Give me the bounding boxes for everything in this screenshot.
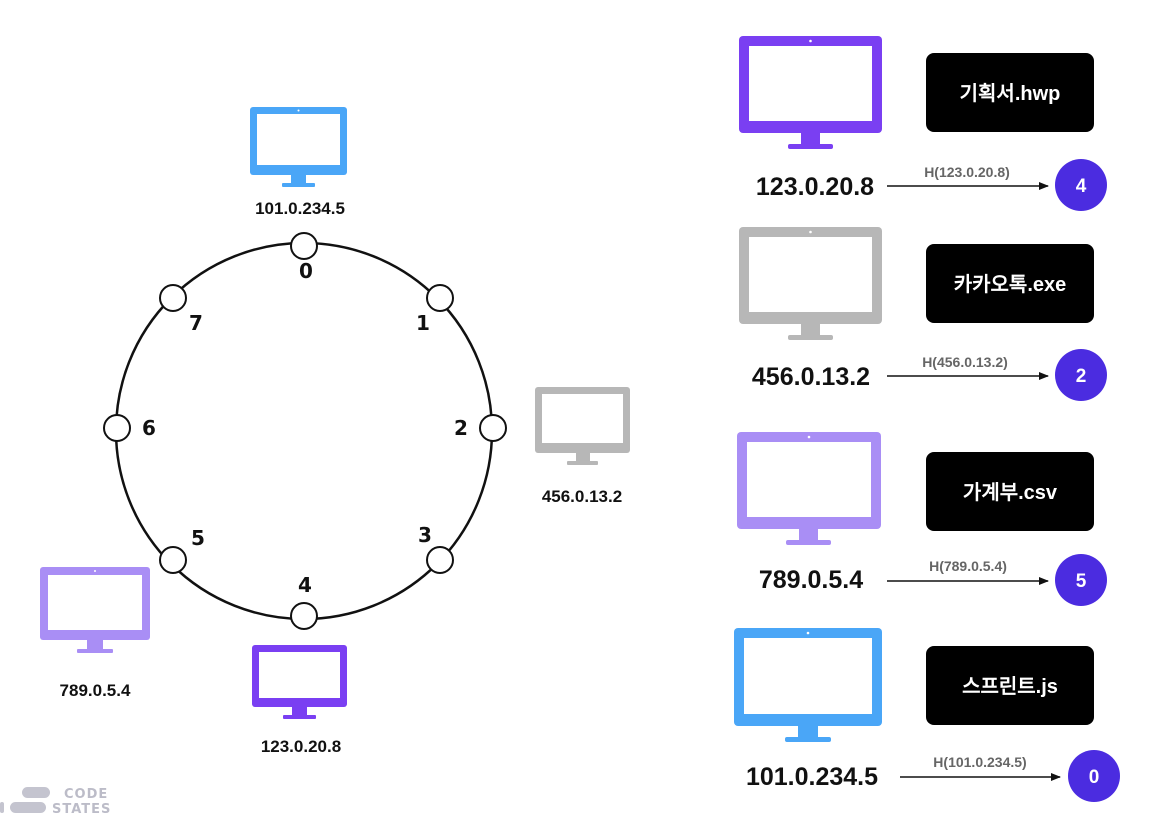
hash-function-label: H(101.0.234.5) xyxy=(933,754,1026,770)
ring-node-4 xyxy=(290,602,318,630)
ring-node-label-6: 6 xyxy=(142,416,156,440)
ring-node-label-5: 5 xyxy=(191,526,205,550)
mapping-row-1: 기획서.hwp 123.0.20.8 H(123.0.20.8) 4 xyxy=(739,36,1107,211)
logo-text-code: CODE xyxy=(64,787,108,802)
monitor-icon xyxy=(739,227,882,340)
monitor-icon xyxy=(739,36,882,149)
hash-result-badge xyxy=(1068,750,1120,802)
hash-ring: 0 1 2 3 4 5 6 7 xyxy=(103,232,507,630)
monitor-icon xyxy=(40,567,150,653)
mapping-row-4: 스프린트.js 101.0.234.5 H(101.0.234.5) 0 xyxy=(734,628,1120,802)
ring-node-5 xyxy=(159,546,187,574)
server-ip: 123.0.20.8 xyxy=(756,173,874,201)
hash-result-badge xyxy=(1055,349,1107,401)
ring-node-label-1: 1 xyxy=(416,311,430,335)
ring-node-2 xyxy=(479,414,507,442)
file-name: 기획서.hwp xyxy=(960,82,1061,105)
ring-computer-123: 123.0.20.8 xyxy=(252,645,347,756)
file-box xyxy=(926,646,1094,725)
hash-result-value: 5 xyxy=(1076,571,1087,592)
logo-text-states: STATES xyxy=(52,802,111,817)
file-name: 카카오톡.exe xyxy=(954,273,1067,296)
ring-computer-ip: 101.0.234.5 xyxy=(255,199,345,218)
ring-computer-789: 789.0.5.4 xyxy=(40,567,150,700)
hash-function-label: H(456.0.13.2) xyxy=(922,354,1008,370)
ring-computer-101: 101.0.234.5 xyxy=(250,107,347,218)
ring-node-3 xyxy=(426,546,454,574)
file-name: 스프린트.js xyxy=(962,675,1058,698)
codestates-logo-icon xyxy=(0,787,50,813)
ring-node-label-2: 2 xyxy=(454,416,468,440)
monitor-icon xyxy=(734,628,882,742)
ring-computer-ip: 123.0.20.8 xyxy=(261,737,341,756)
monitor-icon xyxy=(535,387,630,465)
ring-computer-456: 456.0.13.2 xyxy=(535,387,630,506)
server-ip: 101.0.234.5 xyxy=(746,763,878,791)
ring-node-6 xyxy=(103,414,131,442)
codestates-logo: CODE STATES xyxy=(0,787,111,817)
hash-function-label: H(123.0.20.8) xyxy=(924,164,1010,180)
file-name: 가계부.csv xyxy=(963,481,1058,504)
file-box xyxy=(926,53,1094,132)
ring-node-label-3: 3 xyxy=(418,523,432,547)
ring-computer-ip: 456.0.13.2 xyxy=(542,487,622,506)
hash-function-label: H(789.0.5.4) xyxy=(929,558,1007,574)
monitor-icon xyxy=(737,432,881,545)
ring-node-0 xyxy=(290,232,318,260)
ring-node-7 xyxy=(159,284,187,312)
hash-result-value: 0 xyxy=(1089,767,1100,788)
server-ip: 456.0.13.2 xyxy=(752,363,870,391)
monitor-icon xyxy=(250,107,347,187)
ring-node-label-7: 7 xyxy=(189,311,203,335)
server-ip: 789.0.5.4 xyxy=(759,566,863,594)
ring-node-label-0: 0 xyxy=(299,259,313,283)
mapping-row-3: 가계부.csv 789.0.5.4 H(789.0.5.4) 5 xyxy=(737,432,1107,606)
ring-computer-ip: 789.0.5.4 xyxy=(60,681,131,700)
file-box xyxy=(926,244,1094,323)
file-box xyxy=(926,452,1094,531)
ring-node-label-4: 4 xyxy=(298,573,312,597)
hash-result-value: 4 xyxy=(1076,176,1087,197)
hash-result-value: 2 xyxy=(1076,366,1087,387)
hash-result-badge xyxy=(1055,554,1107,606)
ring-node-1 xyxy=(426,284,454,312)
hash-result-badge xyxy=(1055,159,1107,211)
monitor-icon xyxy=(252,645,347,719)
mapping-row-2: 카카오톡.exe 456.0.13.2 H(456.0.13.2) 2 xyxy=(739,227,1107,401)
